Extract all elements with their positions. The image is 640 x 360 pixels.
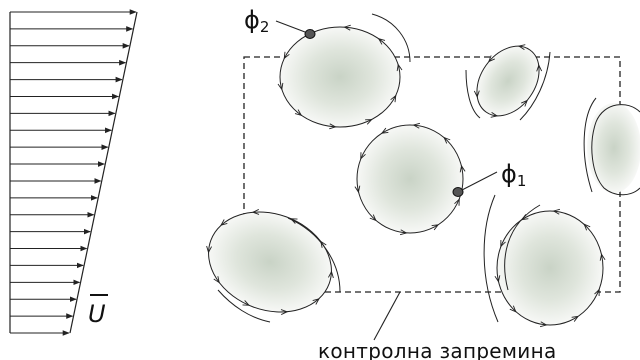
eddy-arrowhead xyxy=(329,123,337,130)
eddy-arrowhead xyxy=(459,164,466,173)
eddy-streak xyxy=(504,204,541,291)
velocity-profile: U xyxy=(9,9,138,336)
eddy-bottom-left xyxy=(208,211,341,323)
eddy-arrowhead xyxy=(213,276,220,284)
eddy-arrowhead xyxy=(443,136,451,144)
eddy-arrowhead xyxy=(312,298,320,305)
eddy-arrowhead xyxy=(360,152,366,160)
eddy-blob xyxy=(587,103,640,193)
eddy-arrowhead xyxy=(536,64,543,72)
eddy-arrowhead xyxy=(283,51,290,60)
eddy-loop xyxy=(476,45,540,117)
eddy-right-edge xyxy=(583,97,640,196)
eddy-arrowhead xyxy=(396,63,403,72)
eddy-arrowhead xyxy=(280,309,289,315)
marker-dot xyxy=(304,29,316,39)
control-volume-leader-line xyxy=(373,291,401,341)
eddy-loop xyxy=(591,104,640,196)
eddy-arrowhead xyxy=(206,245,212,254)
marker-leader-line xyxy=(461,171,498,191)
eddy-arrowhead xyxy=(517,44,526,50)
eddy-bottom-right xyxy=(483,194,604,326)
eddy-top-left xyxy=(279,13,411,128)
eddy-arrowhead xyxy=(412,122,421,129)
eddy-arrowhead xyxy=(494,275,501,283)
eddy-streak xyxy=(483,194,499,323)
eddy-arrowhead xyxy=(599,253,606,261)
u-bar-label: U xyxy=(88,300,106,328)
eddy-arrowhead xyxy=(380,127,389,134)
eddy-arrowhead xyxy=(294,109,303,116)
eddy-arrowhead xyxy=(500,239,506,248)
eddies xyxy=(206,13,640,328)
eddy-arrowhead xyxy=(583,223,591,231)
eddy-arrowhead xyxy=(521,99,528,107)
eddy-streak xyxy=(465,69,481,119)
eddy-streak xyxy=(371,13,411,63)
eddy-arrowhead xyxy=(320,240,327,248)
eddy-arrowhead xyxy=(454,198,460,206)
eddy-arrowhead xyxy=(571,315,580,322)
eddy-arrowhead xyxy=(354,185,361,194)
eddy-arrowhead xyxy=(488,55,495,63)
eddy-arrowhead xyxy=(343,24,351,31)
control-volume-label: контролна запремина xyxy=(318,339,557,360)
marker-label: ϕ2 xyxy=(244,6,269,36)
eddy-loop xyxy=(356,124,464,234)
eddy-arrowhead xyxy=(365,119,373,125)
eddy-arrowhead xyxy=(251,209,260,215)
eddy-arrowhead xyxy=(539,321,548,328)
eddy-arrowhead xyxy=(390,94,397,103)
eddy-arrowhead xyxy=(594,288,600,297)
eddy-blob xyxy=(497,211,603,325)
profile-arrows xyxy=(10,9,137,336)
eddy-blob xyxy=(280,27,400,127)
marker-label: ϕ1 xyxy=(501,160,526,190)
eddy-center xyxy=(356,124,464,234)
eddy-arrowhead xyxy=(220,219,228,226)
eddy-arrowhead xyxy=(277,82,284,91)
eddy-blob xyxy=(357,125,463,233)
eddy-top-right-small xyxy=(465,45,551,121)
marker-phi-2: ϕ2 xyxy=(244,6,316,39)
eddy-arrowhead xyxy=(369,214,377,222)
eddy-arrowhead xyxy=(509,305,517,313)
eddy-arrowhead xyxy=(520,214,529,221)
marker-leader-line xyxy=(275,20,306,33)
eddy-arrowhead xyxy=(431,224,440,231)
eddy-arrowhead xyxy=(328,270,334,279)
eddy-blob xyxy=(476,46,540,116)
eddy-loop xyxy=(208,211,332,313)
eddy-arrowhead xyxy=(552,208,561,215)
eddy-blob xyxy=(208,212,332,312)
eddy-arrowhead xyxy=(399,229,408,236)
eddy-streak xyxy=(519,51,551,121)
eddy-arrowhead xyxy=(490,112,499,118)
eddy-streak xyxy=(583,97,597,193)
eddy-loop xyxy=(496,210,604,326)
marker-phi-1: ϕ1 xyxy=(452,160,526,197)
eddy-arrowhead xyxy=(289,218,298,224)
eddy-arrowhead xyxy=(377,38,386,45)
eddy-streak xyxy=(287,217,341,293)
eddy-loop xyxy=(279,26,401,128)
eddy-streak xyxy=(217,289,271,323)
marker-dot xyxy=(452,187,464,197)
eddy-arrowhead xyxy=(473,90,480,98)
profile-envelope-line xyxy=(69,11,138,334)
eddy-arrowhead xyxy=(242,300,251,306)
